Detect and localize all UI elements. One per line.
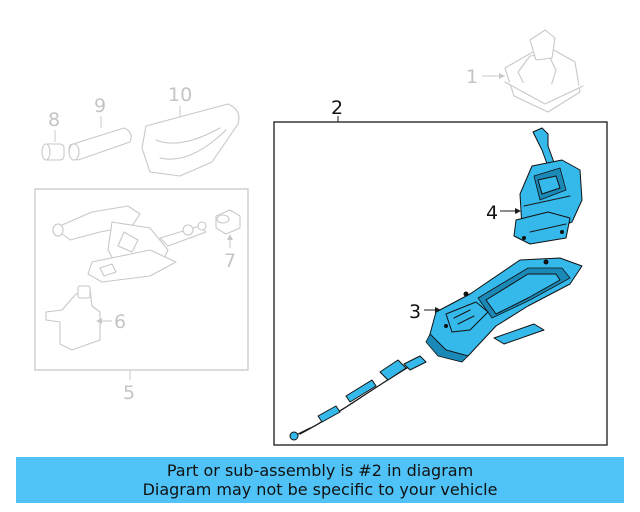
callout-1: 1	[466, 66, 478, 88]
callout-4: 4	[486, 202, 498, 224]
part-3-shifter-base: 3	[409, 257, 583, 363]
callout-7: 7	[224, 250, 236, 272]
callout-9: 9	[94, 95, 106, 117]
part-8-bushing: 8	[41, 109, 65, 161]
part-2-shifter-assembly: 2 4	[273, 97, 608, 446]
part-10-boot-cover: 10	[141, 84, 240, 177]
callout-6: 6	[114, 311, 126, 333]
info-banner: Part or sub-assembly is #2 in diagram Di…	[16, 457, 624, 503]
part-5-assembly-box: 5 7 6	[34, 188, 249, 404]
banner-line-2: Diagram may not be specific to your vehi…	[142, 480, 498, 499]
callout-5: 5	[123, 382, 135, 404]
callout-2: 2	[331, 97, 343, 119]
callout-3: 3	[409, 301, 421, 323]
shift-cable	[289, 355, 427, 441]
part-9-grip: 9	[68, 95, 132, 161]
banner-line-1: Part or sub-assembly is #2 in diagram	[166, 461, 474, 480]
callout-10: 10	[168, 84, 192, 106]
part-1-shift-boot: 1	[466, 29, 584, 113]
callout-8: 8	[48, 109, 60, 131]
part-4-shift-lever: 4	[486, 127, 583, 245]
